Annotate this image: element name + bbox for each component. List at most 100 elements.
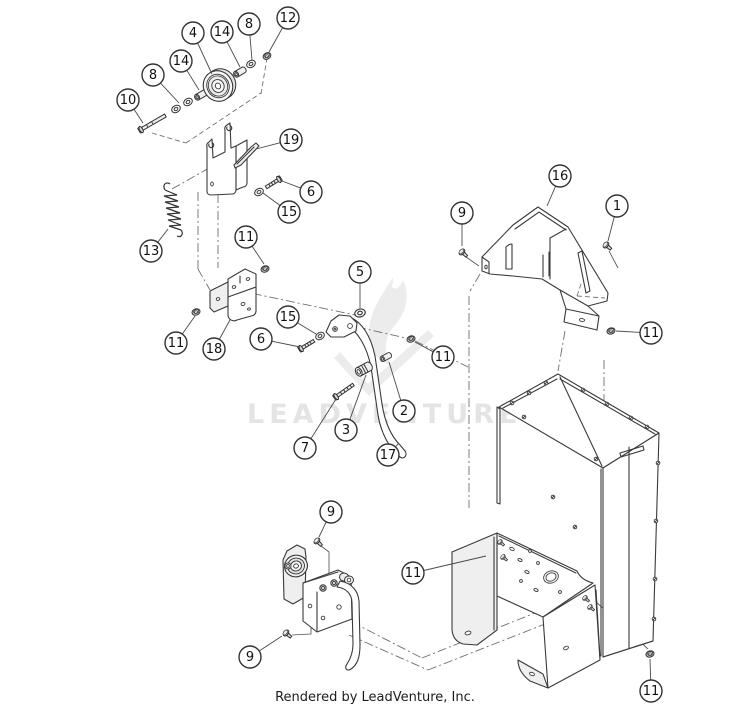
- callout-circle[interactable]: [639, 321, 663, 345]
- callout-6-15[interactable]: 6: [249, 327, 301, 351]
- callout-6-8[interactable]: 6: [281, 180, 323, 204]
- part-hex-bolt-10: [137, 113, 167, 134]
- callout-number: 16: [552, 169, 569, 184]
- part-washer-5: [353, 307, 367, 319]
- callout-number: 8: [245, 17, 253, 32]
- part-cover-16: [481, 206, 609, 331]
- callout-circle[interactable]: [277, 200, 301, 224]
- callout-number: 11: [643, 326, 660, 341]
- part-enclosure-box: [496, 373, 661, 658]
- callout-circle[interactable]: [605, 194, 629, 218]
- callout-8-5[interactable]: 8: [141, 63, 180, 104]
- callout-11-29[interactable]: 11: [639, 658, 663, 703]
- callout-9-27[interactable]: 9: [238, 635, 283, 669]
- callout-circle[interactable]: [276, 305, 300, 329]
- callout-leader-line: [395, 442, 400, 448]
- callout-leader-line: [226, 41, 241, 68]
- footer-credit: Rendered by LeadVenture, Inc.: [275, 690, 475, 705]
- callout-circle[interactable]: [276, 6, 300, 30]
- callout-2-18[interactable]: 2: [388, 361, 416, 423]
- callout-circle[interactable]: [164, 331, 188, 355]
- callout-number: 5: [356, 265, 364, 280]
- callout-circle[interactable]: [116, 88, 140, 112]
- watermark-swoosh-icon: [334, 330, 434, 396]
- part-nut-11-cover: [605, 326, 617, 336]
- callout-circle[interactable]: [392, 399, 416, 423]
- part-washer-15-lower: [313, 330, 327, 342]
- part-lever-17: [325, 314, 407, 459]
- callout-11-11[interactable]: 11: [234, 225, 265, 265]
- callout-9-26[interactable]: 9: [318, 500, 343, 538]
- part-bushing-3: [353, 360, 375, 378]
- callout-8-2[interactable]: 8: [237, 12, 261, 61]
- callout-18-13[interactable]: 18: [202, 319, 231, 361]
- callout-circle[interactable]: [639, 679, 663, 703]
- callout-circle[interactable]: [279, 128, 303, 152]
- callout-number: 11: [643, 684, 660, 699]
- callout-circle[interactable]: [299, 180, 323, 204]
- callout-circle[interactable]: [249, 327, 273, 351]
- callout-circle[interactable]: [348, 260, 372, 284]
- callout-circle[interactable]: [169, 49, 193, 73]
- callout-11-28[interactable]: 11: [401, 555, 487, 585]
- callout-circle[interactable]: [238, 645, 262, 669]
- callout-16-22[interactable]: 16: [546, 164, 572, 207]
- callout-circle[interactable]: [141, 63, 165, 87]
- callout-number: 1: [613, 199, 621, 214]
- callout-14-4[interactable]: 14: [169, 49, 200, 91]
- callout-14-1[interactable]: 14: [210, 20, 241, 68]
- callout-circle[interactable]: [431, 345, 455, 369]
- part-spring-13: [163, 182, 183, 238]
- callout-3-19[interactable]: 3: [334, 374, 367, 442]
- callout-17-21[interactable]: 17: [376, 442, 400, 467]
- callout-7-20[interactable]: 7: [293, 398, 337, 460]
- part-bracket-18: [209, 268, 257, 322]
- callout-number: 15: [280, 310, 297, 325]
- watermark-flame-icon: [368, 277, 407, 365]
- callout-leader-line: [297, 322, 317, 335]
- callout-number: 9: [327, 505, 335, 520]
- callout-10-6[interactable]: 10: [116, 88, 144, 124]
- callout-circle[interactable]: [334, 418, 358, 442]
- callout-9-23[interactable]: 9: [450, 201, 474, 246]
- callout-13-10[interactable]: 13: [139, 228, 169, 263]
- callout-circle[interactable]: [293, 436, 317, 460]
- callout-circle[interactable]: [401, 561, 425, 585]
- callout-leader-line: [281, 180, 301, 189]
- callout-11-25[interactable]: 11: [615, 321, 663, 345]
- callout-11-17[interactable]: 11: [414, 341, 455, 369]
- callout-circle[interactable]: [181, 21, 205, 45]
- callout-15-14[interactable]: 15: [276, 305, 317, 335]
- part-screw-9-low: [281, 628, 294, 641]
- callout-number: 14: [214, 25, 231, 40]
- callout-circle[interactable]: [139, 239, 163, 263]
- callout-circle[interactable]: [202, 337, 226, 361]
- callout-12-3[interactable]: 12: [268, 6, 300, 53]
- callout-leader-line: [251, 245, 265, 265]
- part-idler-pulley-4: [202, 68, 237, 102]
- part-bolt-7: [331, 381, 356, 402]
- callout-leader-line: [218, 319, 231, 340]
- callout-number: 8: [149, 68, 157, 83]
- callout-number: 13: [143, 244, 160, 259]
- callout-circle[interactable]: [234, 225, 258, 249]
- part-bracket-19: [206, 122, 260, 196]
- callout-circle[interactable]: [450, 201, 474, 225]
- callout-4-0[interactable]: 4: [181, 21, 213, 75]
- callout-number: 12: [280, 11, 297, 26]
- callout-leader-line: [310, 398, 337, 439]
- callout-5-16[interactable]: 5: [348, 260, 372, 308]
- callout-circle[interactable]: [376, 443, 400, 467]
- callout-15-9[interactable]: 15: [262, 192, 301, 224]
- callout-leader-line: [423, 555, 487, 571]
- callout-11-12[interactable]: 11: [164, 315, 196, 355]
- callout-number: 7: [301, 441, 309, 456]
- part-screw-9-mid: [312, 536, 325, 549]
- part-nut-11-bottom: [644, 649, 656, 659]
- callout-19-7[interactable]: 19: [255, 128, 303, 152]
- callout-circle[interactable]: [237, 12, 261, 36]
- callout-circle[interactable]: [210, 20, 234, 44]
- callout-1-24[interactable]: 1: [605, 194, 629, 242]
- callout-circle[interactable]: [548, 164, 572, 188]
- callout-circle[interactable]: [319, 500, 343, 524]
